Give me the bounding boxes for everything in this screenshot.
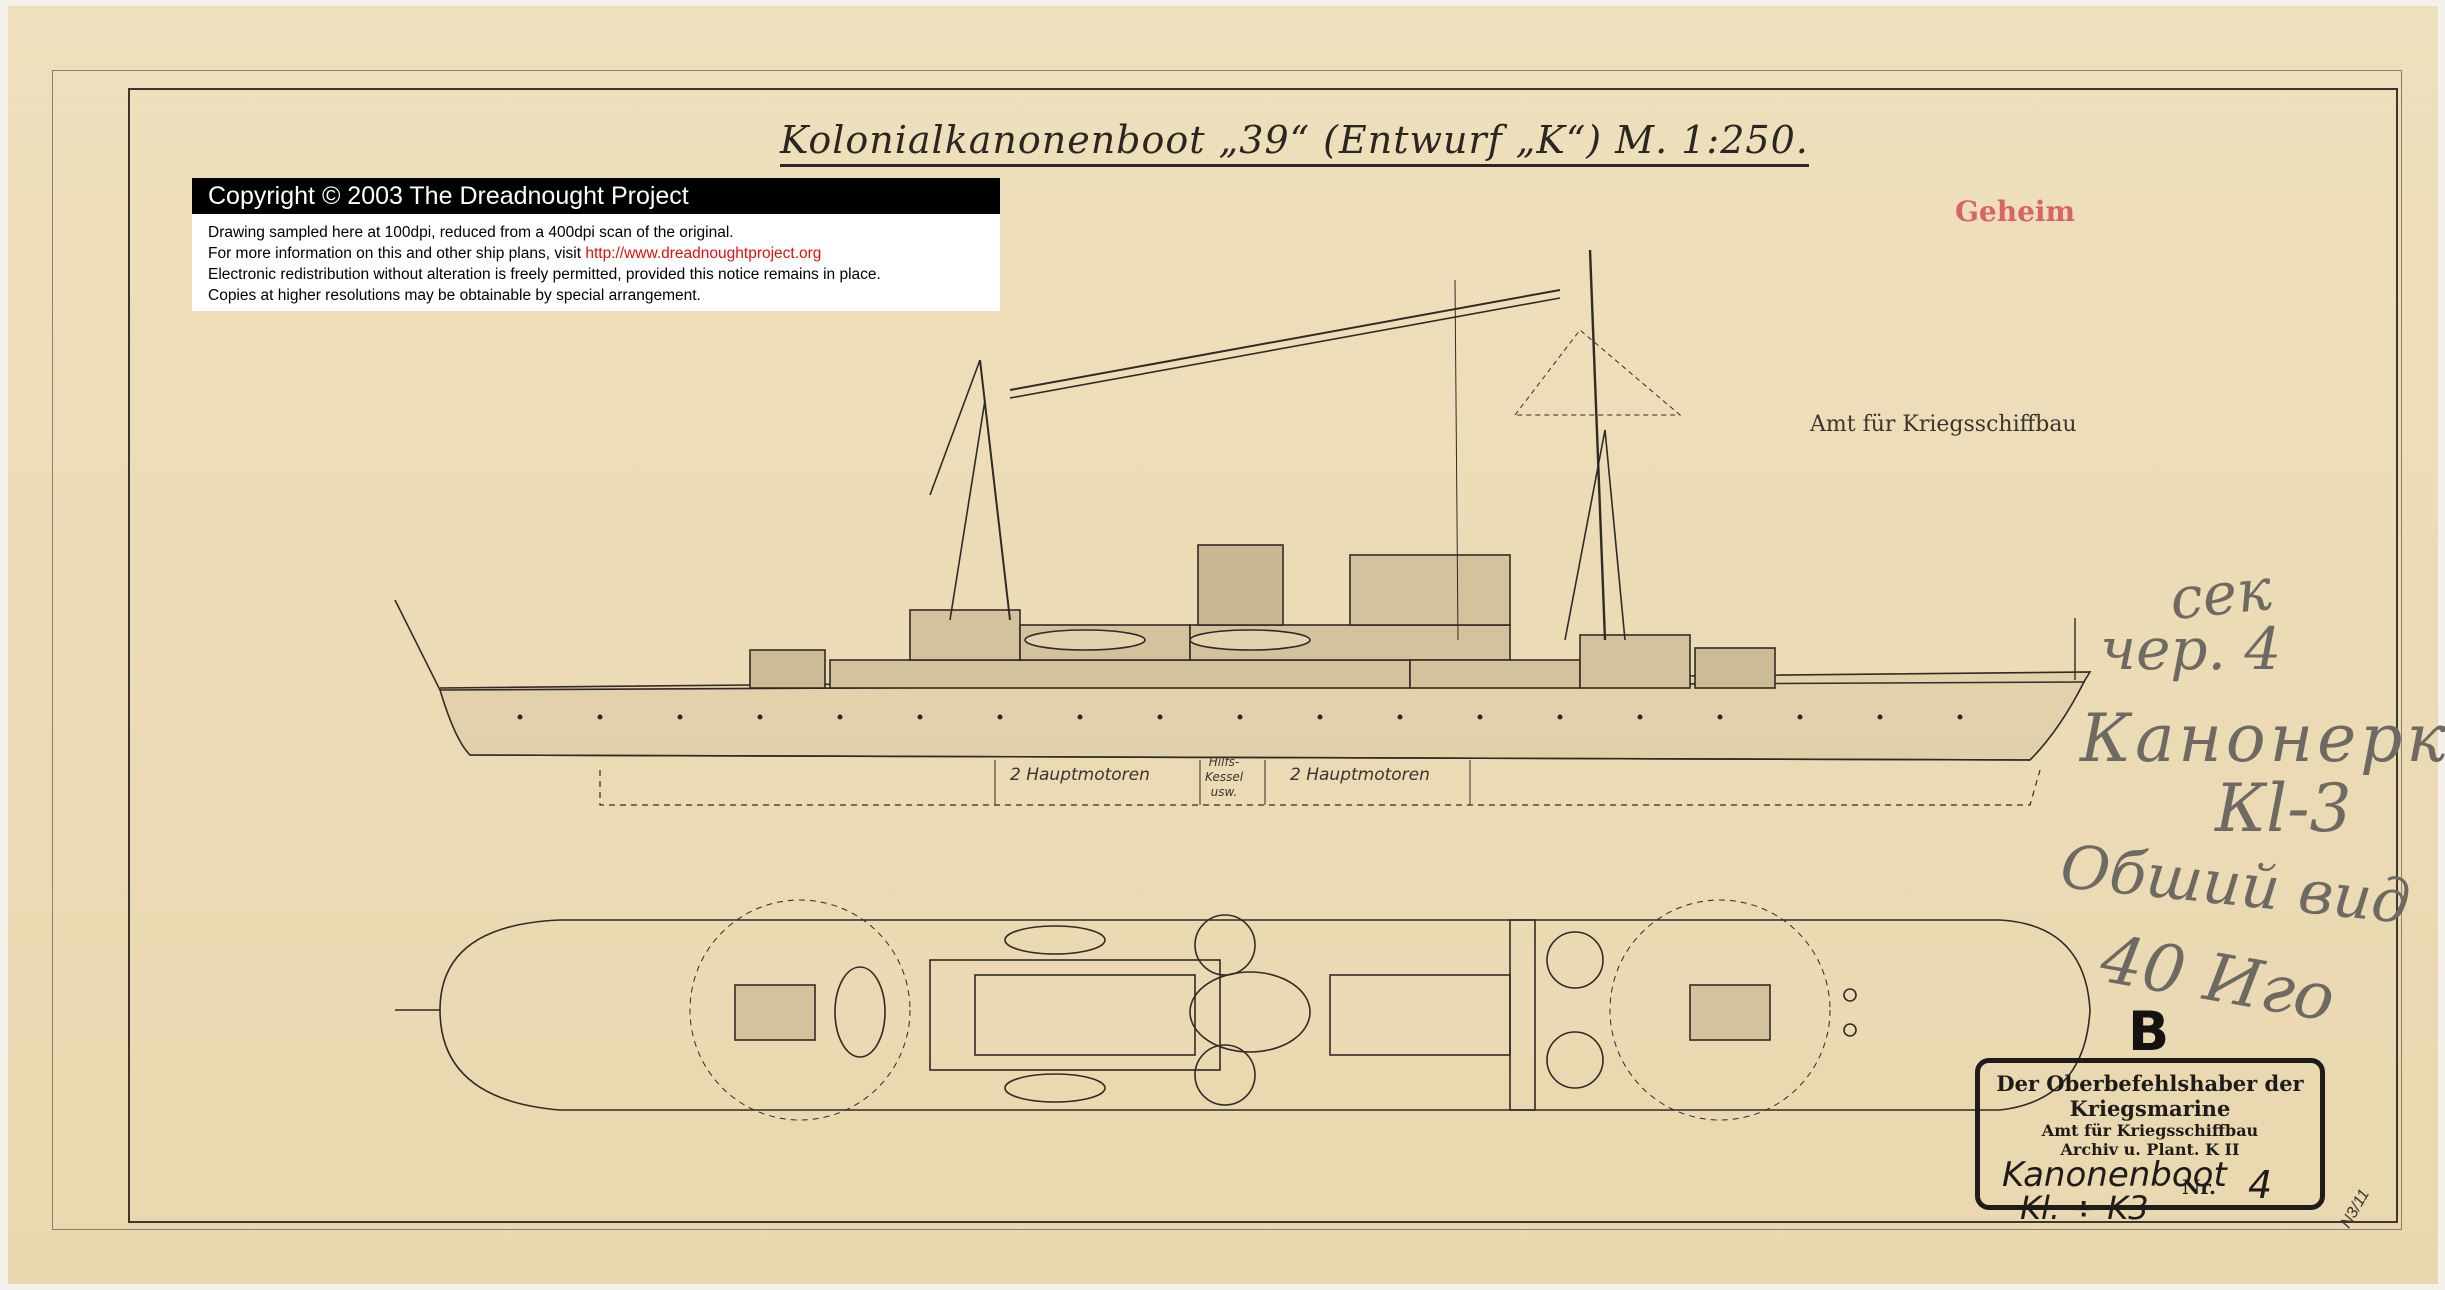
main-mast — [1588, 249, 1607, 641]
hull-plan — [439, 919, 2091, 1111]
aux-boiler-label: Hilfs- Kessel usw. — [1205, 755, 1243, 800]
hull-profile — [394, 599, 2092, 761]
notice-line-2: For more information on this and other s… — [208, 243, 1000, 264]
archive-line-1: Der Oberbefehlshaber der Kriegsmarine — [1996, 1071, 2304, 1121]
copyright-notice: Copyright © 2003 The Dreadnought Project… — [192, 178, 1000, 311]
aerial — [1009, 289, 1561, 391]
notice-line-1: Drawing sampled here at 100dpi, reduced … — [208, 224, 734, 241]
drawing-title: Kolonialkanonenboot „39“ (Entwurf „K“) M… — [780, 118, 1809, 167]
notice-line-4: Copies at higher resolutions may be obta… — [208, 287, 701, 304]
archive-line-2: Amt für Kriegsschiffbau — [2041, 1121, 2259, 1140]
office-stamp: Amt für Kriegsschiffbau — [1810, 412, 2077, 437]
notice-line-2-text: For more information on this and other s… — [208, 245, 586, 262]
handwriting-line-2: чер. 4 — [2100, 615, 2282, 683]
geheim-stamp: Geheim — [1955, 195, 2076, 228]
outer-border — [52, 70, 2402, 1230]
dreadnought-link[interactable]: http://www.dreadnoughtproject.org — [585, 245, 822, 262]
fore-mast — [979, 359, 1011, 621]
handwriting-line-3: Канонерка — [2080, 700, 2445, 777]
inner-border — [128, 88, 2398, 1223]
notice-heading: Copyright © 2003 The Dreadnought Project — [192, 178, 1000, 214]
archive-nr-value: 4 — [2248, 1163, 2273, 1207]
archive-stamp: Der Oberbefehlshaber der Kriegsmarine Am… — [1975, 1058, 2325, 1227]
handwriting-line-4: Кl-3 — [2215, 770, 2352, 847]
aft-turret — [1694, 647, 1776, 689]
notice-line-3: Electronic redistribution without altera… — [208, 266, 881, 283]
archive-letter: B — [2128, 1000, 2170, 1063]
funnel — [1197, 544, 1284, 626]
engines-forward-label: 2 Hauptmotoren — [1010, 765, 1150, 785]
engines-aft-label: 2 Hauptmotoren — [1290, 765, 1430, 785]
archive-hand-2: Kl. ÷ K3 — [2020, 1189, 2149, 1227]
archive-line-3: Archiv u. Plant. K II — [2060, 1140, 2240, 1159]
archive-nr-label: Nr. — [2182, 1175, 2216, 1199]
notice-body: Drawing sampled here at 100dpi, reduced … — [192, 214, 1000, 306]
aux-boiler-text: Hilfs- Kessel usw. — [1205, 755, 1244, 799]
forward-turret — [749, 649, 826, 689]
archive-hand-1: Kanonenboot — [2002, 1155, 2227, 1195]
